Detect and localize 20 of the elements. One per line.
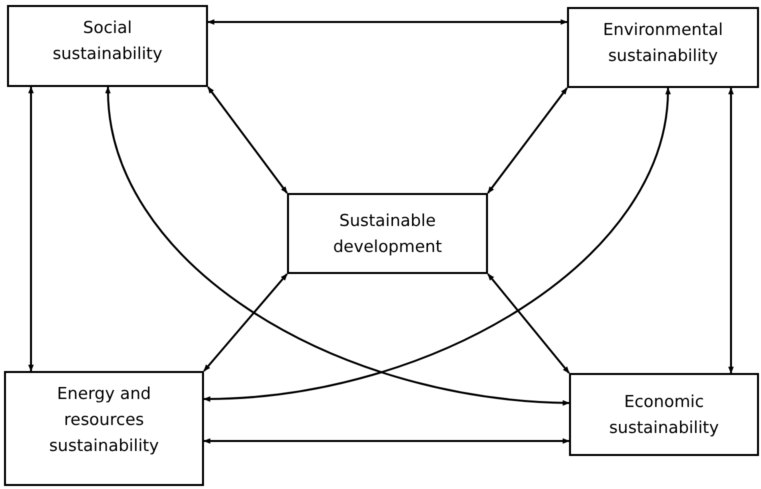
concept-box <box>7 5 208 87</box>
concept-box <box>569 373 759 456</box>
double-arrow <box>728 87 734 374</box>
double-arrow <box>203 273 288 372</box>
double-arrow <box>487 273 570 374</box>
box-label: Energy and resources sustainability <box>48 383 160 457</box>
concept-box <box>287 193 488 274</box>
box-label: Social sustainability <box>52 17 164 65</box>
double-arrow <box>203 438 570 444</box>
double-arrow <box>207 86 288 194</box>
concept-box <box>567 7 759 88</box>
double-arrow <box>207 19 568 25</box>
double-arrow <box>487 87 568 194</box>
double-arrow <box>106 86 570 406</box>
concept-box <box>4 371 204 486</box>
box-label: Economic sustainability <box>608 390 720 438</box>
box-label: Sustainable development <box>332 210 443 258</box>
double-arrow <box>203 87 670 402</box>
box-label: Environmental sustainability <box>602 19 724 67</box>
double-arrow <box>28 86 34 372</box>
